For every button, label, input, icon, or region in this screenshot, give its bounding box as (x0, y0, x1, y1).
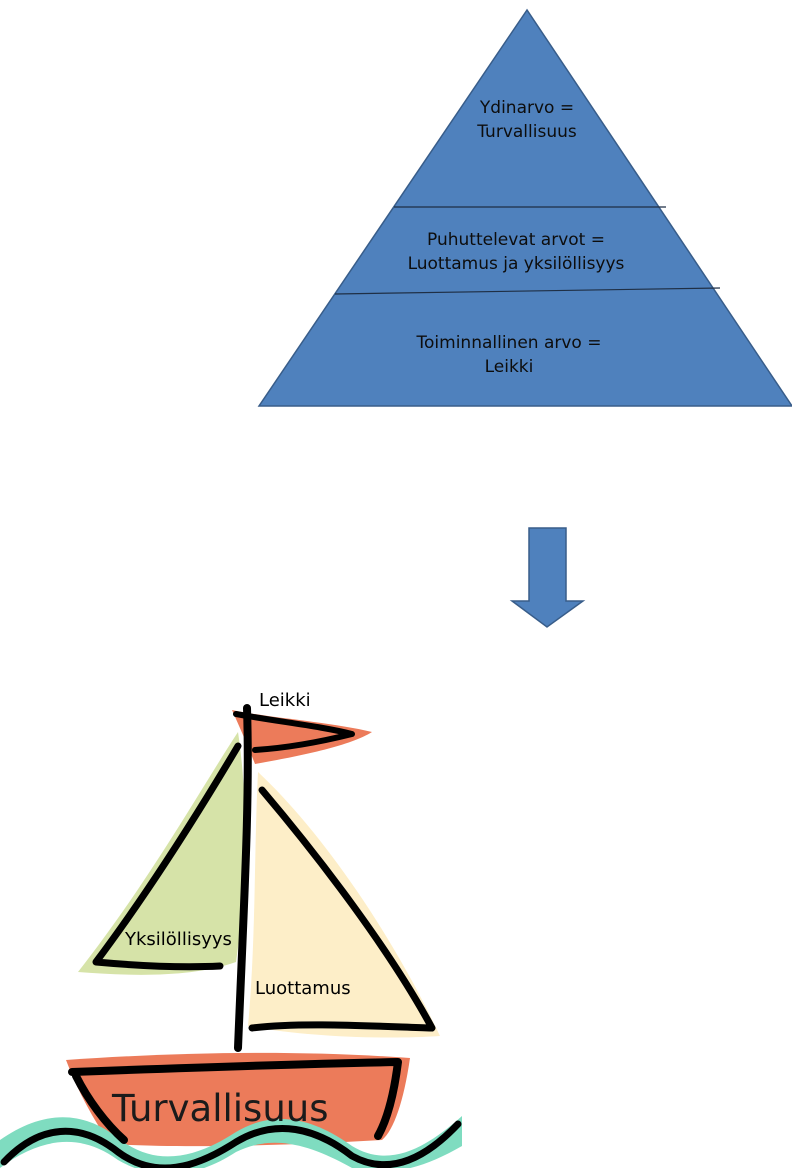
pyramid-bottom-line2: Leikki (484, 357, 534, 377)
pyramid-top-line1: Ydinarvo = (479, 98, 575, 118)
pyramid-top-line2: Turvallisuus (477, 122, 577, 142)
flag-outline (233, 711, 355, 753)
pyramid-top-label: Ydinarvo = Turvallisuus (444, 96, 610, 144)
left-sail-label: Yksilöllisyys (125, 929, 232, 950)
water-outline (0, 1120, 462, 1168)
left-sail-outline (92, 742, 242, 971)
hull-fill (66, 1052, 410, 1147)
pyramid-middle-line1: Puhuttelevat arvot = (427, 230, 605, 250)
hull-label: Turvallisuus (112, 1087, 329, 1130)
pyramid-middle-line2: Luottamus ja yksilöllisyys (407, 254, 625, 274)
flag-label: Leikki (259, 690, 311, 711)
right-sail-outline (248, 786, 436, 1032)
hull-outline (68, 1058, 402, 1140)
pyramid-bottom-label: Toiminnallinen arvo = Leikki (400, 331, 618, 379)
pyramid-shape (257, 8, 792, 407)
mast (234, 704, 252, 1052)
hull-left-side (72, 1072, 128, 1144)
right-sail-label: Luottamus (255, 978, 351, 999)
left-sail-fill (78, 732, 246, 975)
pyramid-bottom-line1: Toiminnallinen arvo = (416, 333, 602, 353)
pyramid-divider-lower (334, 287, 721, 295)
pyramid-middle-label: Puhuttelevat arvot = Luottamus ja yksilö… (390, 228, 642, 276)
right-sail-fill (248, 772, 440, 1038)
